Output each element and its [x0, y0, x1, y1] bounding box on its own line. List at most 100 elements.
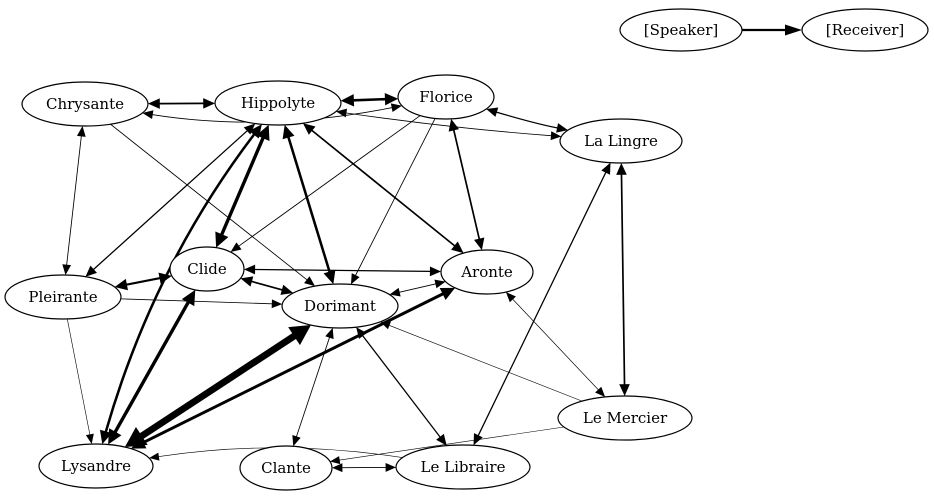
arrowhead-florice-to-clide [230, 242, 242, 253]
arrowhead-le_libraire-to-lysandre [149, 452, 160, 461]
node-aronte: Aronte [440, 249, 534, 295]
edge-clide-to-pleirante [125, 277, 161, 286]
edge-hippolyte-to-dorimant [287, 136, 331, 273]
edge-hippolyte-to-florice [352, 97, 387, 102]
node-clante-label: Clante [261, 459, 311, 477]
legend-arrowhead [785, 24, 802, 36]
node-le-libraire-ellipse [395, 444, 531, 490]
arrowhead-lysandre-to-hippolyte [248, 124, 262, 139]
arrowhead-clide-to-lysandre [108, 428, 122, 445]
arrowhead-aronte-to-lysandre [130, 436, 147, 449]
edge-aronte-to-lysandre [141, 292, 445, 444]
arrowhead-florice-to-hippolyte [340, 94, 355, 107]
node-lysandre-label: Lysandre [61, 457, 131, 475]
arrowhead-aronte-to-le_mercier [595, 386, 606, 397]
node-florice-ellipse [397, 74, 495, 120]
node-clide-label: Clide [187, 260, 227, 278]
arrowhead-le_libraire-to-clante [331, 463, 343, 473]
arrowhead-lysandre-to-aronte [439, 287, 456, 300]
arrowhead-florice-to-aronte [474, 237, 485, 251]
edge-florice-to-dorimant [355, 118, 436, 276]
arrowhead-hippolyte-to-dorimant [323, 269, 336, 285]
arrowhead-pleirante-to-lysandre [85, 433, 94, 445]
arrowhead-florice-to-chrysante [142, 110, 154, 119]
arrowhead-chrysante-to-pleirante [62, 264, 72, 276]
edge-dorimant-to-le_libraire [362, 335, 441, 438]
arrowhead-hippolyte-to-florice [384, 92, 399, 106]
node-le-libraire: Le Libraire [395, 444, 531, 490]
node-lysandre-ellipse [38, 443, 154, 489]
edge-florice-to-la_lingre [496, 111, 558, 129]
arrowhead-dorimant-to-hippolyte [282, 124, 295, 140]
node-aronte-ellipse [440, 249, 534, 295]
arrowhead-pleirante-to-dorimant [271, 299, 283, 309]
node-chrysante-label: Chrysante [46, 95, 124, 113]
node-chrysante: Chrysante [21, 81, 149, 127]
arrowhead-aronte-to-hippolyte [302, 123, 316, 135]
node-la-lingre-label: La Lingre [584, 132, 658, 150]
edge-pleirante-to-dorimant [120, 298, 273, 305]
arrowhead-la_lingre-to-le_mercier [619, 384, 630, 397]
edge-dorimant-to-aronte [399, 283, 436, 293]
arrowhead-le_mercier-to-aronte [505, 292, 516, 303]
node-hippolyte: Hippolyte [214, 80, 342, 126]
edge-chrysante-to-pleirante [66, 135, 82, 266]
edge-le_mercier-to-dorimant [389, 325, 583, 402]
arrowhead-hippolyte-to-pleirante [85, 265, 97, 277]
arrowhead-dorimant-to-aronte [434, 279, 446, 289]
arrowhead-dorimant-to-clide [240, 276, 254, 287]
node-hippolyte-label: Hippolyte [241, 94, 315, 112]
arrowhead-hippolyte-to-clide [215, 231, 229, 248]
arrowhead-lysandre-to-dorimant [288, 325, 311, 346]
legend-receiver-node [801, 8, 929, 52]
arrowhead-hippolyte-to-chrysante [147, 98, 160, 109]
node-pleirante-ellipse [4, 274, 122, 320]
arrowhead-clante-to-le_libraire [385, 463, 397, 472]
node-la-lingre-ellipse [559, 118, 683, 164]
arrowhead-florice-to-la_lingre [556, 123, 568, 133]
arrowhead-lysandre-to-clide [181, 289, 196, 307]
node-florice: Florice [397, 74, 495, 120]
arrowhead-la_lingre-to-florice [486, 107, 499, 117]
edge-hippolyte-to-la_lingre [345, 112, 552, 137]
arrowhead-chrysante-to-hippolyte [203, 98, 216, 109]
arrowhead-le_libraire-to-dorimant [356, 327, 367, 339]
edge-dorimant-to-lysandre [138, 332, 298, 440]
node-clante-ellipse [239, 445, 333, 491]
arrowhead-clide-to-aronte [429, 266, 442, 277]
arrowhead-clide-to-dorimant [280, 284, 294, 295]
edge-la_lingre-to-le_mercier [620, 173, 626, 386]
arrowhead-aronte-to-clide [243, 264, 256, 275]
arrowhead-la_lingre-to-hippolyte [336, 108, 348, 118]
arrowhead-hippolyte-to-aronte [451, 241, 464, 254]
arrowhead-clide-to-pleirante [114, 278, 128, 291]
edge-pleirante-to-lysandre [66, 318, 91, 435]
arrowhead-le_libraire-to-la_lingre [601, 162, 611, 175]
node-le-libraire-label: Le Libraire [421, 458, 506, 476]
arrowhead-clide-to-hippolyte [256, 124, 270, 141]
node-le-mercier: Le Mercier [557, 395, 693, 441]
arrowhead-hippolyte-to-la_lingre [550, 131, 562, 141]
edge-clide-to-dorimant [251, 280, 283, 291]
node-pleirante-label: Pleirante [28, 288, 97, 306]
arrowhead-chrysante-to-florice [390, 103, 402, 113]
arrowhead-pleirante-to-hippolyte [243, 123, 256, 135]
node-clide-ellipse [169, 246, 245, 292]
arrowhead-florice-to-dorimant [350, 273, 360, 285]
edge-clide-to-aronte [254, 268, 431, 273]
node-la-lingre: La Lingre [559, 118, 683, 164]
edge-dorimant-to-clante [296, 337, 330, 437]
node-dorimant-label: Dorimant [304, 297, 376, 315]
edge-le_mercier-to-aronte [512, 299, 599, 390]
edge-le_mercier-to-clante [339, 426, 565, 461]
edge-florice-to-clide [238, 115, 421, 247]
node-dorimant: Dorimant [281, 283, 399, 329]
node-florice-label: Florice [419, 88, 473, 106]
node-le-mercier-label: Le Mercier [583, 409, 668, 427]
node-aronte-label: Aronte [460, 263, 513, 281]
arrowhead-le_mercier-to-clante [329, 456, 341, 465]
edges [62, 92, 630, 473]
legend-speaker-label: [Speaker] [644, 21, 719, 39]
